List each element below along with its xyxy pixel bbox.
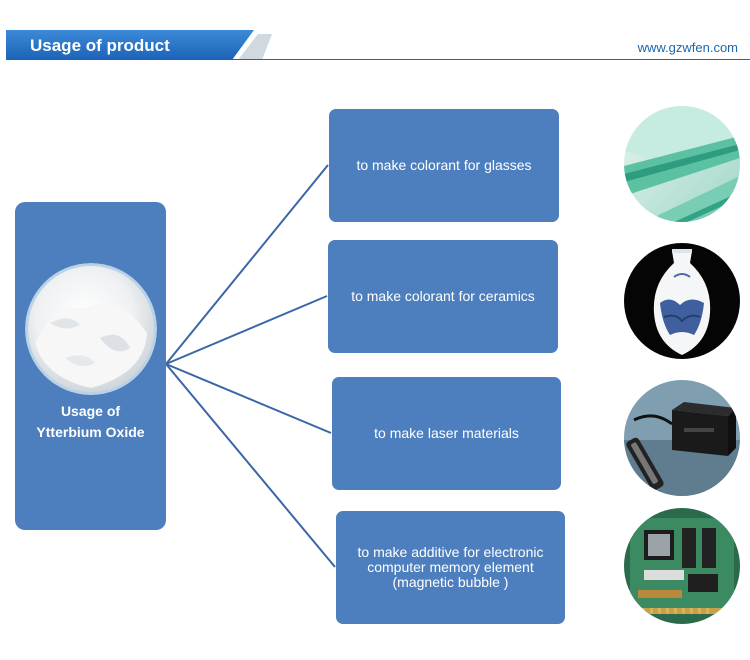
website-url[interactable]: www.gzwfen.com — [637, 40, 738, 55]
usage-text: to make laser materials — [374, 425, 519, 441]
connector-line-3 — [165, 363, 332, 434]
header-bar — [6, 30, 750, 60]
circuit-board-image — [624, 508, 740, 624]
source-label-line2: Ytterbium Oxide — [36, 424, 145, 440]
source-label-line1: Usage of — [60, 403, 121, 419]
usage-text: to make additive for electronic — [357, 544, 544, 560]
usage-text: to make colorant for glasses — [356, 157, 532, 173]
usage-text: computer memory element — [367, 559, 534, 575]
source-label: Usage of Ytterbium Oxide — [15, 401, 166, 443]
header-banner-shape — [6, 30, 750, 60]
usage-box-glasses: to make colorant for glasses — [329, 109, 559, 222]
usage-box-laser: to make laser materials — [332, 377, 561, 490]
connector-line-4 — [165, 363, 336, 568]
usage-text: to make colorant for ceramics — [351, 288, 535, 304]
glass-panes-image — [624, 106, 740, 222]
laser-device-image — [624, 380, 740, 496]
usage-text: (magnetic bubble ) — [392, 574, 509, 590]
usage-box-ceramics: to make colorant for ceramics — [328, 240, 558, 353]
connector-line-1 — [165, 164, 329, 365]
usage-box-memory: to make additive for electronic computer… — [336, 511, 565, 624]
connector-line-2 — [165, 295, 328, 365]
powder-image — [25, 263, 157, 395]
page-title: Usage of product — [30, 36, 170, 55]
porcelain-vase-image — [624, 243, 740, 359]
